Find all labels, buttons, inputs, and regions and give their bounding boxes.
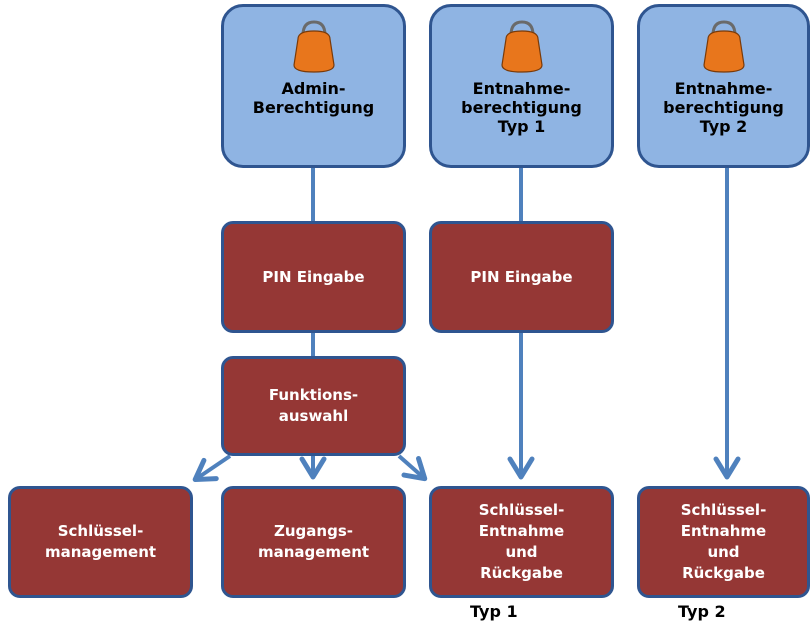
step-pin-typ1: PIN Eingabe (429, 221, 614, 333)
step-pin-admin: PIN Eingabe (221, 221, 406, 333)
step-entnahme-typ2: Schlüssel- Entnahme und Rückgabe (637, 486, 810, 598)
padlock-icon (500, 20, 543, 73)
step-zugangsmanagement-label: Zugangs- management (257, 522, 370, 561)
step-entnahme-typ1-label: Schlüssel- Entnahme und Rückgabe (478, 501, 565, 582)
outcome-label-typ1: Typ 1 (470, 602, 518, 621)
step-pin-typ1-label: PIN Eingabe (470, 267, 573, 286)
role-typ2: Entnahme- berechtigung Typ 2 (637, 4, 810, 168)
step-entnahme-typ2-label: Schlüssel- Entnahme und Rückgabe (680, 501, 767, 582)
step-schluesselmanagement: Schlüssel- management (8, 486, 193, 598)
role-typ2-label: Entnahme- berechtigung Typ 2 (663, 79, 784, 136)
role-typ1: Entnahme- berechtigung Typ 1 (429, 4, 614, 168)
padlock-icon (702, 20, 745, 73)
step-entnahme-typ1: Schlüssel- Entnahme und Rückgabe (429, 486, 614, 598)
arrow-funktion-schluesselmanagement (192, 454, 232, 483)
arrow-funktion-entnahme-typ1 (397, 454, 428, 482)
padlock-icon (292, 20, 335, 73)
step-zugangsmanagement: Zugangs- management (221, 486, 406, 598)
outcome-label-typ2: Typ 2 (678, 602, 726, 621)
role-admin-label: Admin- Berechtigung (252, 79, 375, 117)
role-typ1-label: Entnahme- berechtigung Typ 1 (461, 79, 582, 136)
step-pin-admin-label: PIN Eingabe (262, 267, 365, 286)
step-funktionsauswahl: Funktions- auswahl (221, 356, 406, 456)
step-funktionsauswahl-label: Funktions- auswahl (268, 386, 359, 425)
step-schluesselmanagement-label: Schlüssel- management (44, 522, 157, 561)
role-admin: Admin- Berechtigung (221, 4, 406, 168)
